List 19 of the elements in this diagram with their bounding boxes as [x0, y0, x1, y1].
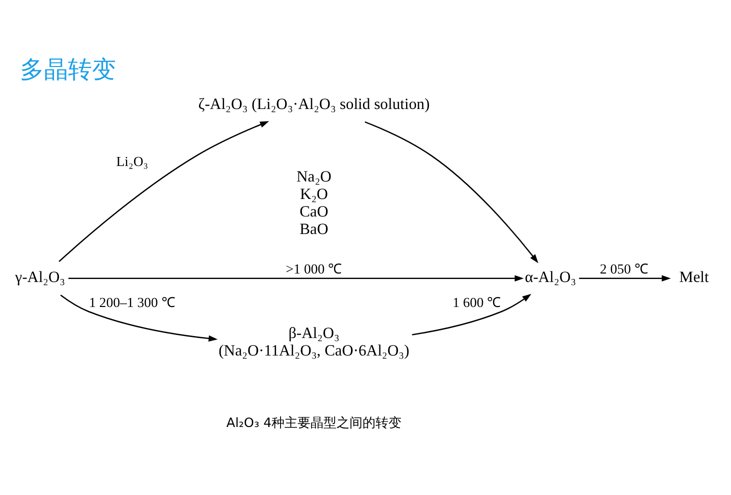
label: Na₂O K₂O CaO BaO	[296, 168, 332, 238]
edge-label: 2 050 ℃	[600, 262, 648, 277]
arrow	[412, 294, 532, 336]
caption: Al₂O₃ 4种主要晶型之间的转变	[226, 416, 402, 432]
arrow	[579, 275, 671, 282]
arrow	[58, 121, 270, 262]
node-text: β-Al₂O₃ (Na₂O·11Al₂O₃, CaO·6Al₂O₃)	[218, 324, 410, 360]
diagram-title: 多晶转变	[20, 56, 116, 84]
arrow	[60, 294, 218, 342]
edge-label: 1 600 ℃	[452, 294, 502, 310]
arrow	[68, 275, 524, 282]
edge-label: >1 000 ℃	[286, 262, 342, 277]
edge-label: 1 200–1 300 ℃	[88, 294, 176, 310]
node-text: ζ-Al₂O₃ (Li₂O₃·Al₂O₃ solid solution)	[198, 96, 430, 114]
edge-label: Li₂O₃	[116, 154, 148, 170]
node-text: Melt	[679, 269, 709, 286]
arrow	[364, 121, 538, 264]
node-text: γ-Al₂O₃	[15, 269, 66, 286]
node-text: α-Al₂O₃	[524, 269, 576, 286]
